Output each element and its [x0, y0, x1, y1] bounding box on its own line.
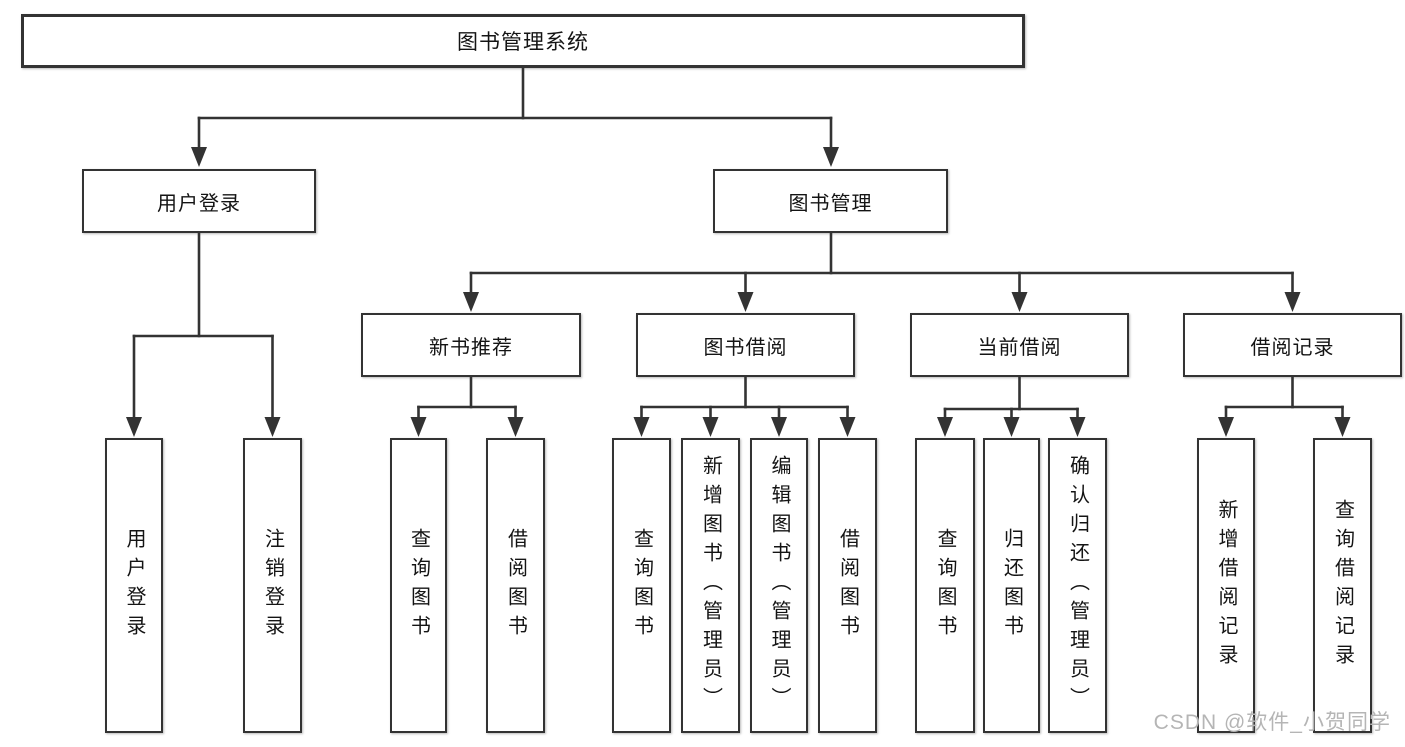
- leaf-logout: 注销登录: [243, 438, 302, 733]
- leaf-records-query-record: 查询借阅记录: [1313, 438, 1372, 733]
- watermark: CSDN @软件_小贺同学: [1153, 711, 1391, 734]
- edge-root-to-level1: [191, 65, 839, 167]
- node-book-management: 图书管理: [713, 169, 948, 233]
- edge-book-borrow-children: [633, 373, 856, 437]
- leaf-recommend-query-books: 查询图书: [390, 438, 447, 733]
- leaf-current-return-books: 归还图书: [983, 438, 1040, 733]
- edge-borrow-records-children: [1218, 373, 1351, 437]
- node-book-borrow: 图书借阅: [636, 313, 855, 377]
- leaf-borrow-borrow-books: 借阅图书: [818, 438, 877, 733]
- edge-book-management-children: [463, 230, 1301, 312]
- leaf-borrow-add-books-admin: 新增图书（管理员）: [681, 438, 740, 733]
- leaf-borrow-query-books: 查询图书: [612, 438, 671, 733]
- leaf-records-add-record: 新增借阅记录: [1197, 438, 1255, 733]
- leaf-current-confirm-return-admin: 确认归还（管理员）: [1048, 438, 1107, 733]
- node-borrow-records: 借阅记录: [1183, 313, 1402, 377]
- leaf-user-login: 用户登录: [105, 438, 163, 733]
- edge-user-login-children: [126, 231, 281, 437]
- leaf-borrow-edit-books-admin: 编辑图书（管理员）: [750, 438, 808, 733]
- edge-new-book-recommend-children: [410, 373, 524, 437]
- node-root: 图书管理系统: [21, 14, 1025, 68]
- node-new-book-recommend: 新书推荐: [361, 313, 581, 377]
- leaf-recommend-borrow-books: 借阅图书: [486, 438, 545, 733]
- leaf-current-query-books: 查询图书: [915, 438, 975, 733]
- node-current-borrow: 当前借阅: [910, 313, 1129, 377]
- edge-current-borrow-children: [937, 373, 1086, 437]
- node-user-login: 用户登录: [82, 169, 316, 233]
